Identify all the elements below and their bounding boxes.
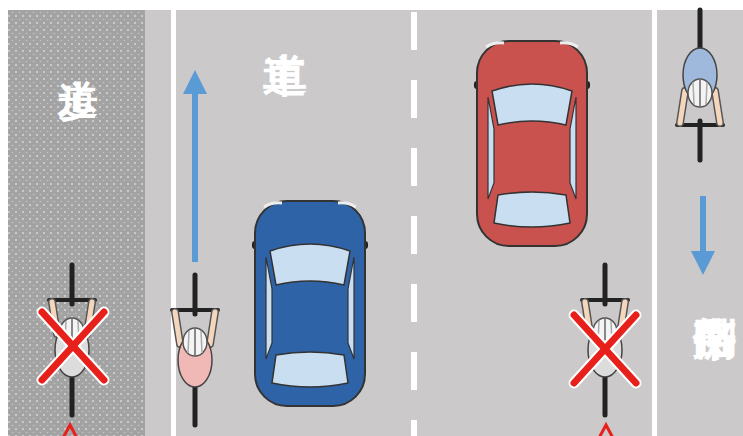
bicycle-rider <box>582 265 628 415</box>
red-car <box>474 41 590 246</box>
direction-arrow <box>183 70 207 262</box>
roadside-strip-band: 路側帯 <box>657 10 743 436</box>
sidewalk-band <box>8 10 145 436</box>
center-dashed-line <box>411 12 417 436</box>
red-arrowhead <box>63 425 77 436</box>
prohibition-cross <box>574 315 636 383</box>
sidewalk-band: 歩道 <box>8 10 145 436</box>
prohibition-cross <box>574 315 636 383</box>
prohibition-cross <box>574 315 636 383</box>
prohibition-cross <box>42 312 104 380</box>
roadway-band: 車道 <box>145 10 652 436</box>
prohibition-cross <box>42 312 104 380</box>
roadway-surface <box>145 10 743 436</box>
direction-arrow <box>700 196 706 253</box>
blue-car <box>252 201 368 406</box>
prohibition-cross <box>574 315 636 383</box>
bicycle-rider <box>677 10 723 160</box>
direction-arrow <box>691 196 715 275</box>
red-arrowhead <box>599 425 613 436</box>
prohibition-cross <box>574 315 636 383</box>
prohibition-cross <box>42 312 104 380</box>
direction-arrow <box>183 70 207 94</box>
prohibition-cross <box>42 312 104 380</box>
edge-line <box>652 10 657 436</box>
prohibition-cross <box>42 312 104 380</box>
direction-arrow <box>691 251 715 275</box>
direction-arrow <box>192 92 198 262</box>
bicycle-rider <box>172 275 218 425</box>
edge-line <box>171 10 176 436</box>
